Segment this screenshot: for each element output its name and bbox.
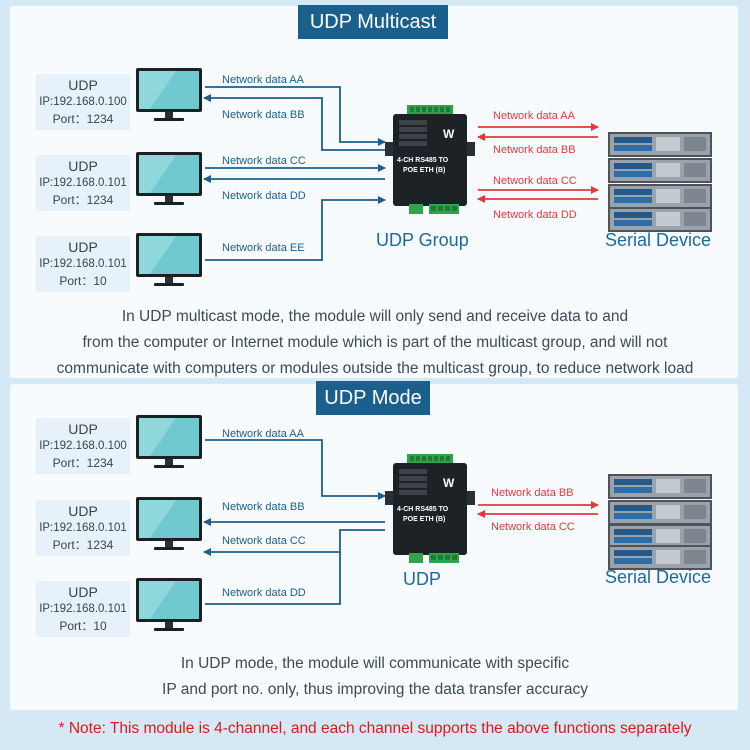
network-label: Network data CC — [222, 155, 306, 167]
network-label: Network data DD — [222, 190, 306, 202]
arrow-to-pc — [203, 529, 385, 556]
pc-label-6: UDP IP:192.168.0.101 Port：10 — [36, 581, 130, 637]
computer-monitor-icon — [136, 578, 202, 631]
module-caption: UDP — [403, 569, 442, 589]
network-label: Network data AA — [222, 74, 305, 86]
arrow-to-pc — [203, 94, 385, 151]
caption-line: communicate with computers or modules ou… — [56, 360, 694, 377]
pc-label-2: UDP IP:192.168.0.101 Port：1234 — [36, 155, 130, 211]
pc-ip: IP:192.168.0.100 — [39, 440, 127, 452]
serial-label: Network data DD — [493, 209, 577, 221]
computer-monitor-icon — [136, 497, 202, 550]
caption-line: In UDP mode, the module will communicate… — [180, 655, 570, 672]
arrow-to-module — [205, 439, 386, 500]
network-label: Network data BB — [222, 109, 305, 121]
computer-monitor-icon — [136, 68, 202, 121]
arrow-to-module — [205, 196, 386, 261]
footnote: * Note: This module is 4-channel, and ea… — [58, 720, 692, 737]
pc-label-3: UDP IP:192.168.0.101 Port：10 — [36, 236, 130, 292]
serial-label: Network data CC — [493, 175, 577, 187]
pc-ip: IP:192.168.0.101 — [39, 177, 127, 189]
network-label: Network data AA — [222, 428, 305, 440]
serial-label: Network data BB — [493, 144, 576, 156]
module-text-line1: 4-CH RS485 TO — [397, 157, 449, 164]
pc-ip: IP:192.168.0.101 — [39, 258, 127, 270]
pc-label-4: UDP IP:192.168.0.100 Port：1234 — [36, 418, 130, 474]
serial-device-caption: Serial Device — [605, 567, 712, 587]
serial-label: Network data AA — [493, 110, 576, 122]
pc-port: Port：1234 — [52, 456, 114, 470]
pc-port: Port：10 — [59, 274, 107, 288]
serial-label: Network data CC — [491, 521, 575, 533]
pc-ip: IP:192.168.0.101 — [39, 603, 127, 615]
caption-line: In UDP multicast mode, the module will o… — [121, 308, 629, 325]
pc-protocol: UDP — [68, 503, 98, 519]
udp-mode-description: In UDP mode, the module will communicate… — [0, 651, 750, 703]
serial-label: Network data BB — [491, 487, 574, 499]
pc-protocol: UDP — [68, 239, 98, 255]
module-text-line1: 4-CH RS485 TO — [397, 506, 449, 513]
udp-mode-title: UDP Mode — [316, 381, 430, 415]
pc-protocol: UDP — [68, 77, 98, 93]
multicast-description: In UDP multicast mode, the module will o… — [0, 304, 750, 382]
computer-monitor-icon — [136, 233, 202, 286]
module-text-line2: POE ETH (B) — [403, 167, 445, 174]
pc-label-1: UDP IP:192.168.0.100 Port：1234 — [36, 74, 130, 130]
pc-protocol: UDP — [68, 584, 98, 600]
pc-ip: IP:192.168.0.100 — [39, 96, 127, 108]
module-text-line2: POE ETH (B) — [403, 516, 445, 523]
pc-port: Port：1234 — [52, 112, 114, 126]
serial-device-icon — [608, 132, 712, 232]
pc-port: Port：10 — [59, 619, 107, 633]
multicast-title: UDP Multicast — [298, 5, 448, 39]
network-label: Network data DD — [222, 587, 306, 599]
connector-line — [205, 552, 341, 605]
network-label: Network data BB — [222, 501, 305, 513]
pc-ip: IP:192.168.0.101 — [39, 522, 127, 534]
serial-device-icon — [608, 474, 712, 570]
network-label: Network data CC — [222, 535, 306, 547]
pc-label-5: UDP IP:192.168.0.101 Port：1234 — [36, 500, 130, 556]
caption-line: from the computer or Internet module whi… — [82, 334, 668, 351]
pc-port: Port：1234 — [52, 538, 114, 552]
computer-monitor-icon — [136, 152, 202, 205]
computer-monitor-icon — [136, 415, 202, 468]
pc-protocol: UDP — [68, 158, 98, 174]
pc-port: Port：1234 — [52, 193, 114, 207]
caption-line: IP and port no. only, thus improving the… — [162, 681, 588, 698]
module-caption: UDP Group — [376, 230, 469, 250]
network-label: Network data EE — [222, 242, 305, 254]
serial-device-caption: Serial Device — [605, 230, 712, 250]
arrow-to-module — [205, 86, 386, 146]
pc-protocol: UDP — [68, 421, 98, 437]
